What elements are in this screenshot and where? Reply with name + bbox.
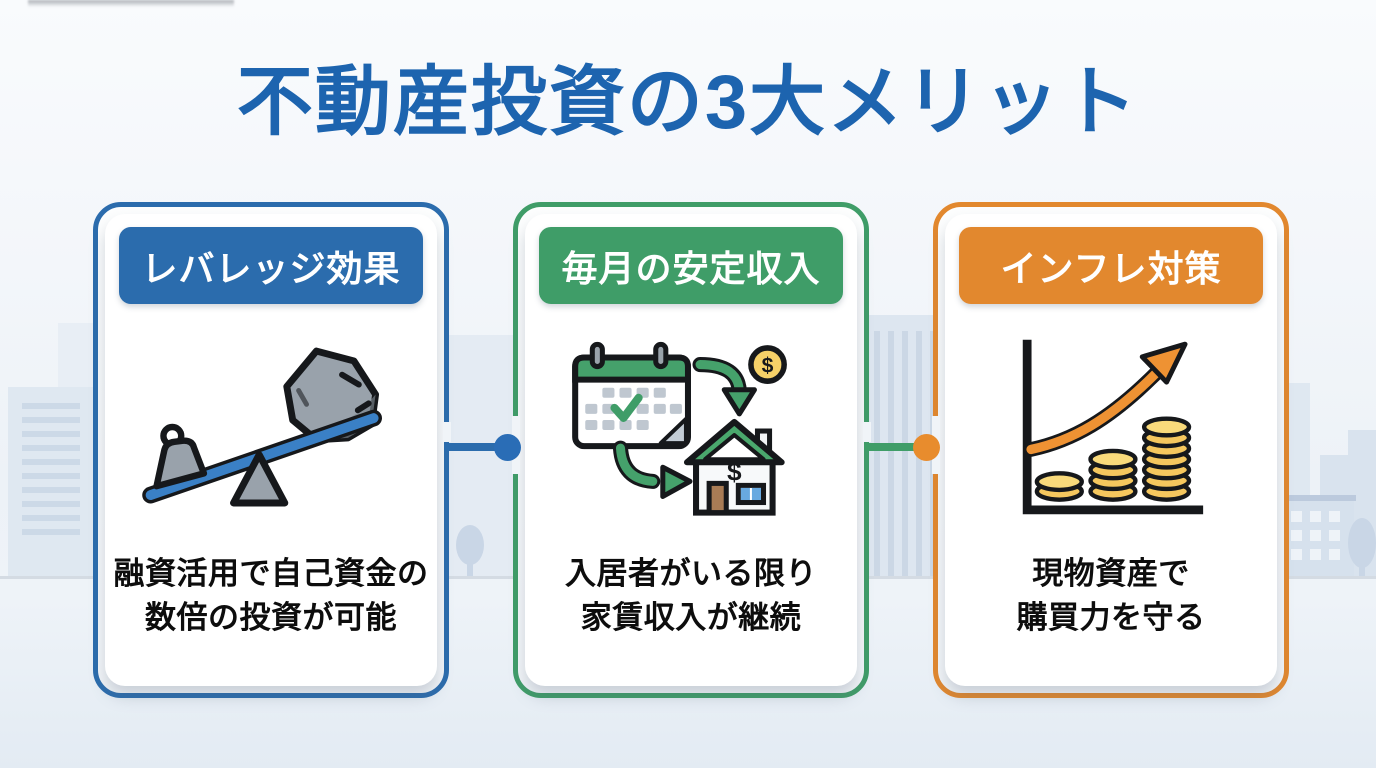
card-description-line: 数倍の投資が可能 xyxy=(145,600,397,635)
top-edge-artifact xyxy=(28,0,234,7)
card-description-line: 家賃収入が継続 xyxy=(580,600,802,635)
fulcrum-icon xyxy=(230,451,289,507)
calendar-icon xyxy=(572,341,691,450)
connector-line xyxy=(444,443,508,451)
card-description: 融資活用で自己資金の 数倍の投資が可能 xyxy=(114,552,429,640)
weight-icon xyxy=(153,423,208,490)
payment-arrow-down-icon xyxy=(692,356,757,417)
card-description-line: 融資活用で自己資金の xyxy=(113,556,429,591)
house-icon: $ xyxy=(683,418,785,516)
coin-stack-small xyxy=(1034,471,1084,502)
connector-line xyxy=(864,443,928,451)
coin-stack-large xyxy=(1141,416,1192,502)
card-header-label: 毎月の安定収入 xyxy=(561,247,821,289)
merit-card-stable-income: 毎月の安定収入 xyxy=(513,202,869,698)
page-title: 不動産投資の3大メリット xyxy=(236,60,1140,145)
chart-axes xyxy=(1022,339,1204,515)
growth-arrow-icon xyxy=(1023,341,1188,457)
card-header-badge: 毎月の安定収入 xyxy=(539,227,843,304)
rent-arrow-right-icon xyxy=(612,440,693,500)
card-icon-box: $ $ xyxy=(525,304,857,552)
card-panel: インフレ対策 xyxy=(945,214,1277,686)
card-panel: 毎月の安定収入 xyxy=(525,214,857,686)
card-header-label: インフレ対策 xyxy=(1000,247,1222,289)
card-panel: レバレッジ効果 xyxy=(105,214,437,686)
merit-card-inflation: インフレ対策 xyxy=(933,202,1289,698)
card-header-label: レバレッジ効果 xyxy=(141,247,401,289)
card-header-badge: レバレッジ効果 xyxy=(119,227,423,304)
dollar-coin-icon: $ xyxy=(748,345,787,384)
border-gap xyxy=(863,422,871,442)
card-description: 入居者がいる限り 家賃収入が継続 xyxy=(565,552,817,640)
rising-coin-chart-icon xyxy=(1022,339,1204,515)
card-header-badge: インフレ対策 xyxy=(959,227,1263,304)
page-curl xyxy=(658,416,688,446)
coin-stack-medium xyxy=(1088,448,1138,502)
checkmark-icon xyxy=(610,393,643,422)
svg-text:$: $ xyxy=(727,456,742,486)
card-description-line: 入居者がいる限り xyxy=(565,556,817,591)
connector-dot xyxy=(494,434,521,461)
border-gap xyxy=(443,422,451,442)
svg-text:$: $ xyxy=(762,355,774,378)
merit-card-leverage: レバレッジ効果 xyxy=(93,202,449,698)
card-description-line: 購買力を守る xyxy=(1016,600,1206,635)
door-icon xyxy=(706,480,729,516)
card-description-line: 現物資産で xyxy=(1032,556,1190,591)
card-icon-box xyxy=(105,304,437,552)
card-icon-box xyxy=(945,304,1277,552)
calendar-rent-house-icon: $ $ xyxy=(572,341,787,516)
card-description: 現物資産で 購買力を守る xyxy=(1017,552,1206,640)
seesaw-lever-rock-icon xyxy=(142,347,382,507)
connector-dot xyxy=(913,434,940,461)
